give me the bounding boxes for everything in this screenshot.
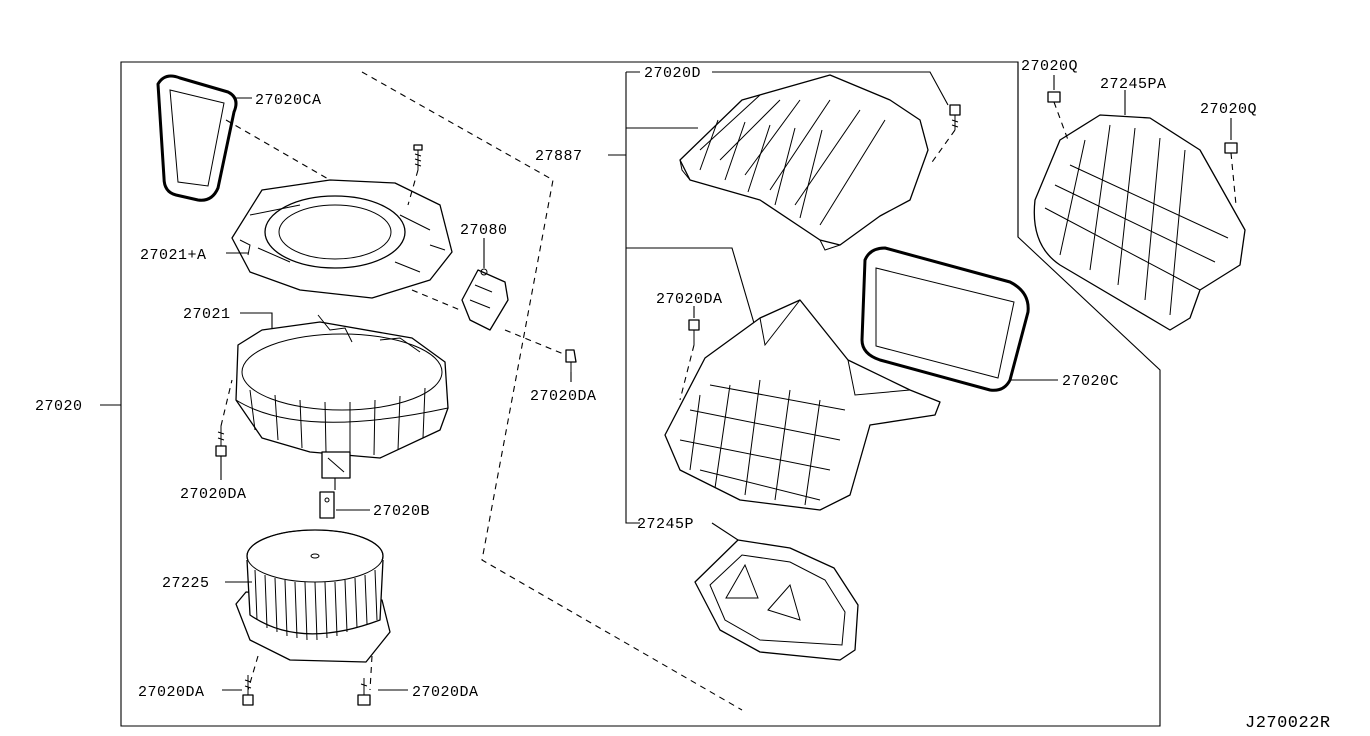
screw-27020q-right <box>1224 142 1238 206</box>
clip-27020b <box>319 491 335 519</box>
label-27020: 27020 <box>35 398 83 415</box>
label-27020c: 27020C <box>1062 373 1119 390</box>
label-27020q-left: 27020Q <box>1021 58 1078 75</box>
filter-panel-27245pa <box>1033 114 1246 331</box>
label-27020d: 27020D <box>644 65 701 82</box>
label-27080: 27080 <box>460 222 508 239</box>
label-27245p: 27245P <box>637 516 694 533</box>
resistor-27080 <box>461 268 509 331</box>
screw-27020da-mid <box>565 349 577 372</box>
label-27245pa: 27245PA <box>1100 76 1167 93</box>
label-27020da-bottom-left: 27020DA <box>138 684 205 701</box>
intake-duct-27887 <box>664 299 941 511</box>
label-27021a: 27021+A <box>140 247 207 264</box>
label-27020b: 27020B <box>373 503 430 520</box>
blower-motor-27225 <box>235 529 391 663</box>
screw-27020q-left <box>1047 91 1069 141</box>
lower-case-27021 <box>235 314 449 459</box>
label-27020q-right: 27020Q <box>1200 101 1257 118</box>
gasket-27020ca <box>156 74 238 202</box>
label-27225: 27225 <box>162 575 210 592</box>
screw-bottom-right <box>357 678 371 706</box>
screw-upper <box>407 144 423 206</box>
diagram-code: J270022R <box>1245 714 1331 733</box>
filter-frame-27020c <box>860 246 1030 392</box>
label-27887: 27887 <box>535 148 583 165</box>
clip-under-lower <box>321 451 351 479</box>
screw-upper-duct <box>929 104 961 166</box>
label-27020da-right: 27020DA <box>656 291 723 308</box>
upper-duct-27020d <box>679 74 929 251</box>
upper-case-27021a <box>231 179 453 299</box>
label-27020da-left: 27020DA <box>180 486 247 503</box>
screw-27020da-right <box>679 319 700 401</box>
filter-cover-27245p <box>694 539 859 661</box>
screw-bottom-left <box>242 675 254 706</box>
label-27020da-mid: 27020DA <box>530 388 597 405</box>
label-27021: 27021 <box>183 306 231 323</box>
label-27020ca: 27020CA <box>255 92 322 109</box>
screw-27020da-left <box>215 379 233 457</box>
label-27020da-bottom-right: 27020DA <box>412 684 479 701</box>
dashed-divider <box>361 71 743 711</box>
